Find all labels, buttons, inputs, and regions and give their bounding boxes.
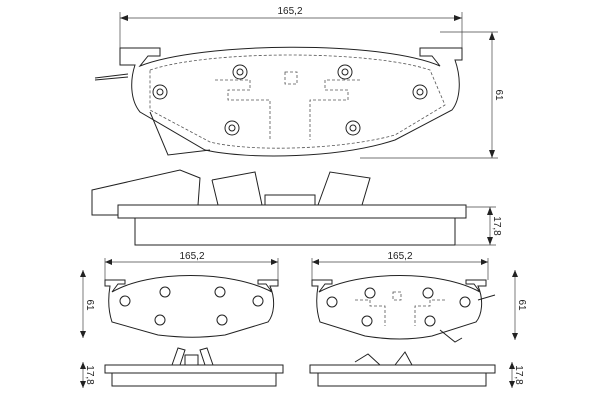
thickness-dimension-label: 17,8: [84, 365, 95, 385]
outer-pad-front-view: 165,2 61: [311, 251, 527, 343]
height-dimension-label: 61: [493, 89, 504, 101]
thickness-dimension-label: 17,8: [491, 216, 502, 236]
main-pad-side-view: 17,8: [91, 169, 502, 246]
thickness-dimension-label: 17,8: [513, 365, 524, 385]
rivet-holes: [326, 287, 471, 327]
main-pad-front-view: 165,2 61: [94, 6, 504, 159]
outer-pad-side-view: 17,8: [309, 351, 524, 388]
inner-pad-side-view: 17,8: [80, 347, 284, 388]
width-dimension-label: 165,2: [277, 6, 302, 17]
inner-pad-front-view: 165,2 61: [80, 251, 279, 338]
height-dimension-label: 61: [84, 299, 95, 311]
rivet-holes: [119, 286, 264, 326]
width-dimension-label: 165,2: [179, 251, 204, 262]
rivet-holes: [152, 64, 428, 136]
height-dimension-label: 61: [516, 299, 527, 311]
width-dimension-label: 165,2: [387, 251, 412, 262]
